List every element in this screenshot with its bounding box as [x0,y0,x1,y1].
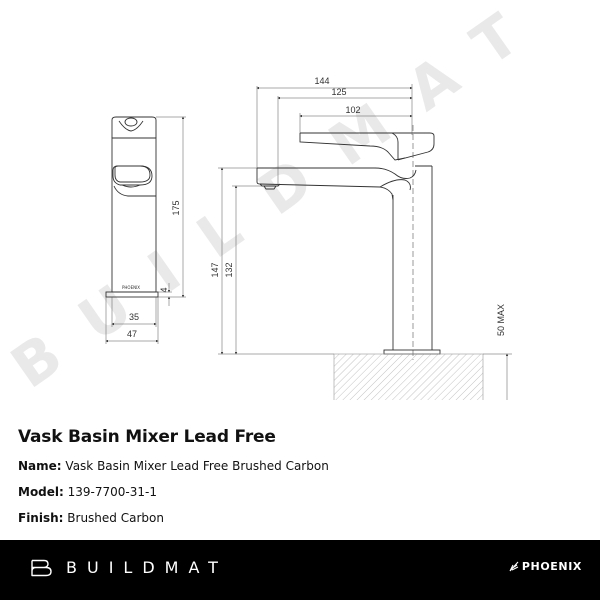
svg-text:BUILDMAT: BUILDMAT [0,0,562,400]
phoenix-logo: PHOENIX [509,560,582,573]
dim-47: 47 [127,329,137,339]
spec-finish-value: Brushed Carbon [67,511,164,525]
spec-name-value: Vask Basin Mixer Lead Free Brushed Carbo… [65,459,329,473]
dim-4: 4 [159,287,169,292]
spec-model-value: 139-7700-31-1 [67,485,157,499]
buildmat-logo: BUILDMAT [30,558,228,577]
buildmat-wordmark: BUILDMAT [66,558,228,577]
technical-drawing: BUILDMAT PHOENIX [0,0,562,400]
dim-102: 102 [345,105,360,115]
spec-finish-label: Finish: [18,511,64,525]
bench-section [333,353,484,400]
side-view [256,125,441,360]
product-title: Vask Basin Mixer Lead Free [18,427,276,447]
spec-name: Name: Vask Basin Mixer Lead Free Brushed… [18,459,329,473]
watermark: BUILDMAT [0,0,562,400]
dim-35: 35 [129,312,139,322]
dim-132: 132 [224,262,234,277]
spec-model-label: Model: [18,485,64,499]
front-view [105,116,159,298]
dim-50-max: 50 MAX [496,304,506,336]
front-body-label: PHOENIX [122,285,140,290]
spec-finish: Finish: Brushed Carbon [18,511,329,525]
dim-144: 144 [314,76,329,86]
dim-125: 125 [331,87,346,97]
spec-model: Model: 139-7700-31-1 [18,485,329,499]
dim-175: 175 [171,200,181,215]
product-info: Vask Basin Mixer Lead Free Name: Vask Ba… [18,427,329,537]
phoenix-wordmark: PHOENIX [521,560,582,573]
dim-147: 147 [210,262,220,277]
spec-name-label: Name: [18,459,62,473]
footer-bar: BUILDMAT PHOENIX [0,540,600,600]
buildmat-b-icon [31,559,52,576]
phoenix-feather-icon [509,561,519,572]
